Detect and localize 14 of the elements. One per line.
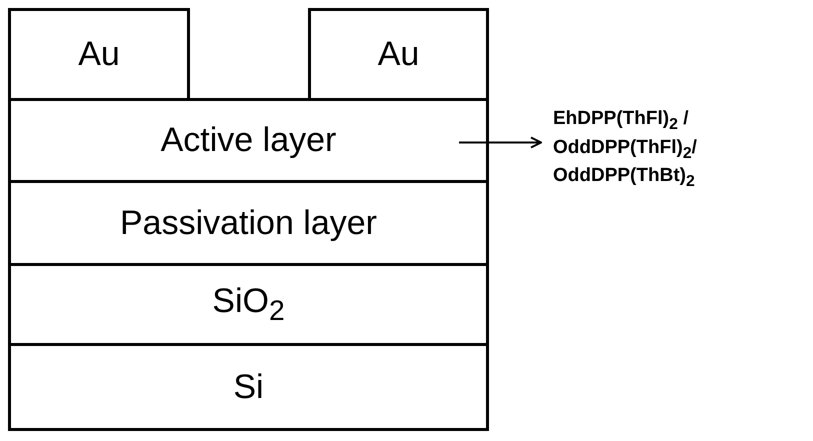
layer-box xyxy=(8,98,489,183)
material-label: EhDPP(ThFl)$_{2}$ / OddDPP(ThFl)$_{2}$/ OddDPP(ThBt)$_{2}$ xyxy=(553,107,698,192)
layer-label: Active layer xyxy=(160,121,336,160)
layer-box xyxy=(308,8,489,101)
layer-label: Si xyxy=(233,368,264,406)
layer-label: SiO$_{2}$ xyxy=(212,282,285,328)
layer-box xyxy=(8,180,489,266)
layer-label: Au xyxy=(78,35,120,74)
layer-label: Passivation layer xyxy=(120,204,377,242)
layer-box xyxy=(8,263,489,346)
layer-label: Au xyxy=(378,35,420,74)
layer-box xyxy=(8,8,190,101)
arrow xyxy=(459,136,542,148)
layer-box xyxy=(8,343,489,431)
